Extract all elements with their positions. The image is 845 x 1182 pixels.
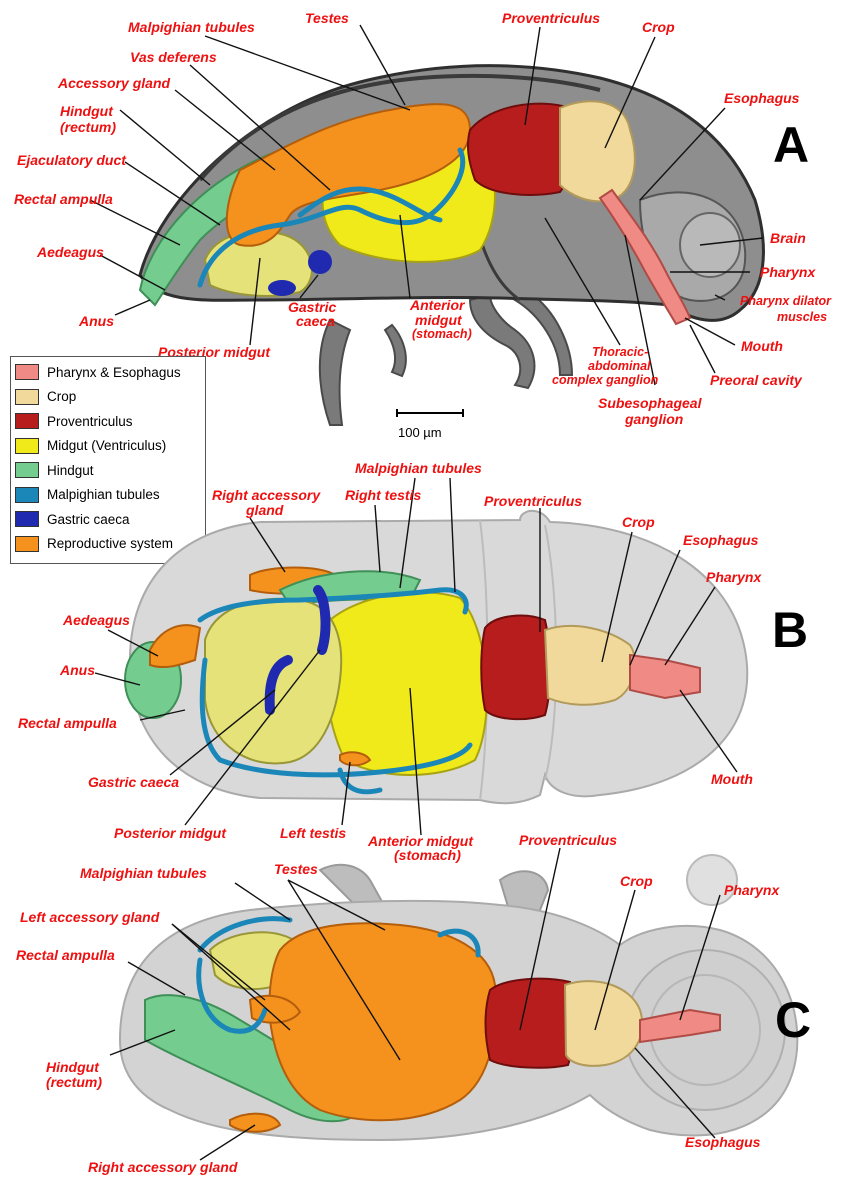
label-c-proventriculus: Proventriculus xyxy=(519,833,617,847)
label-c-esophagus: Esophagus xyxy=(685,1135,760,1149)
label-c-left-accessory-gland: Left accessory gland xyxy=(20,910,159,924)
label-c-malpighian: Malpighian tubules xyxy=(80,866,207,880)
label-c-rectal-ampulla: Rectal ampulla xyxy=(16,948,115,962)
label-c-hindgut-rectum: (rectum) xyxy=(46,1075,102,1089)
label-c-testes: Testes xyxy=(274,862,318,876)
reproductive-shape xyxy=(269,923,496,1120)
label-c-hindgut: Hindgut xyxy=(46,1060,99,1074)
label-c-pharynx: Pharynx xyxy=(724,883,779,897)
reproductive-shape xyxy=(230,1114,280,1132)
proventriculus-shape xyxy=(486,979,574,1068)
panel-letter-c: C xyxy=(775,995,811,1045)
label-c-right-accessory-gland: Right accessory gland xyxy=(88,1160,237,1174)
label-c-crop: Crop xyxy=(620,874,653,888)
